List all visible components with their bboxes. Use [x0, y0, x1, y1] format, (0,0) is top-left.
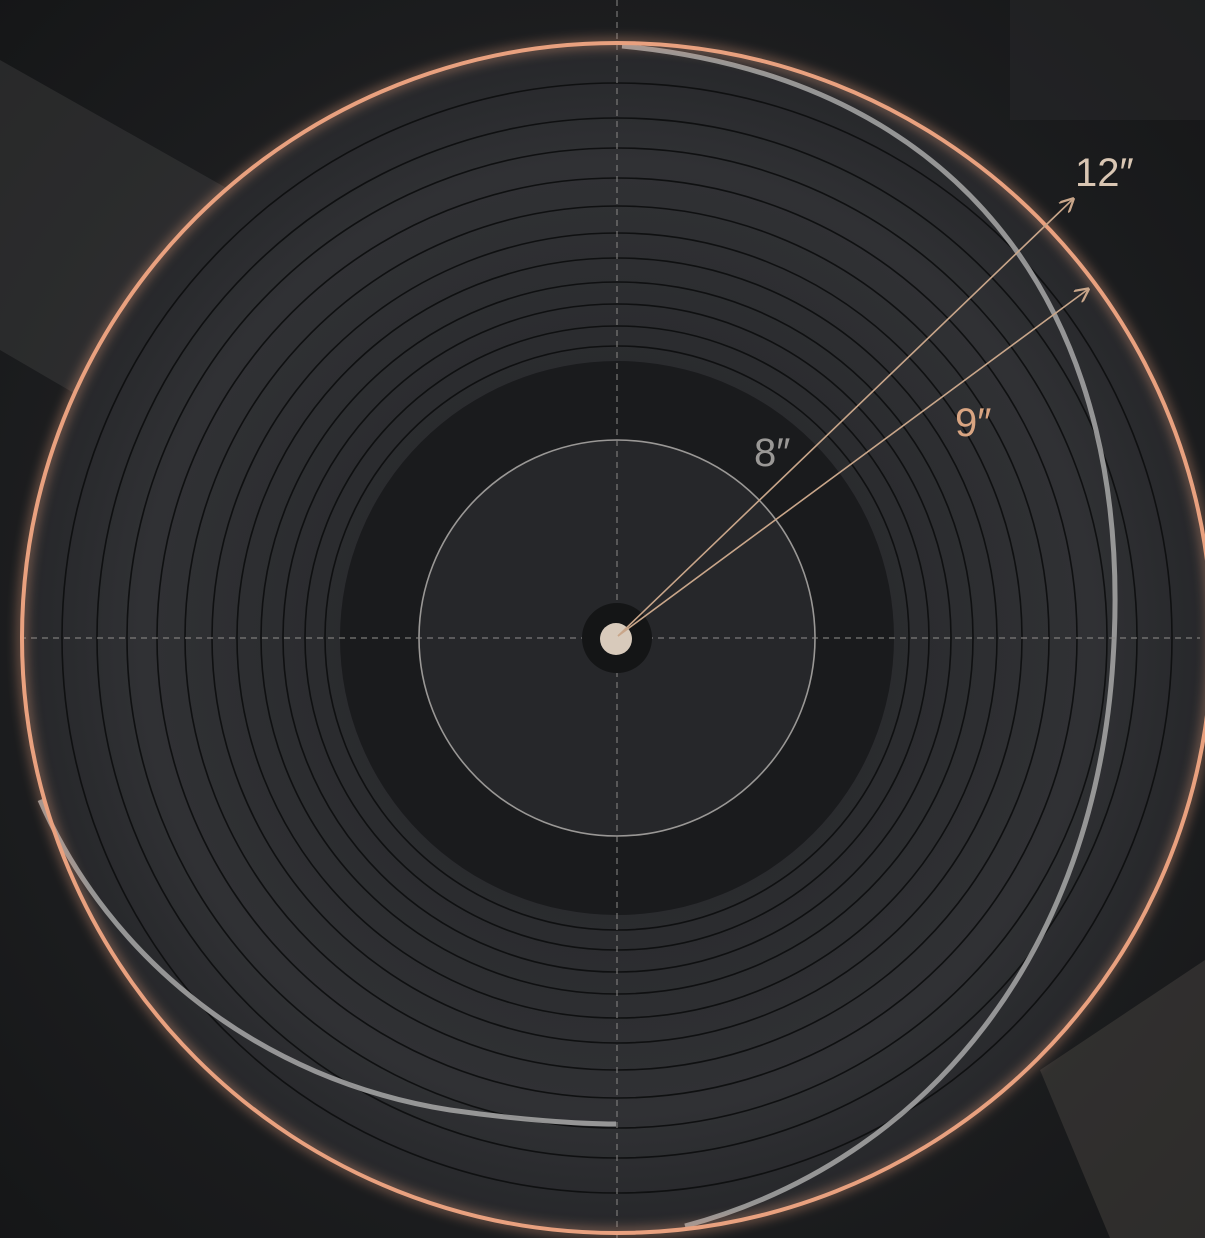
radius-arrow-12	[617, 200, 1072, 637]
outer-rim	[20, 41, 1205, 1235]
size-label-9: 9″	[955, 401, 991, 445]
size-label-8: 8″	[754, 431, 790, 475]
light-band	[621, 43, 1118, 1229]
light-band-lower	[37, 798, 617, 1127]
size-label-12: 12″	[1075, 151, 1134, 195]
radius-arrow-9	[617, 290, 1087, 637]
